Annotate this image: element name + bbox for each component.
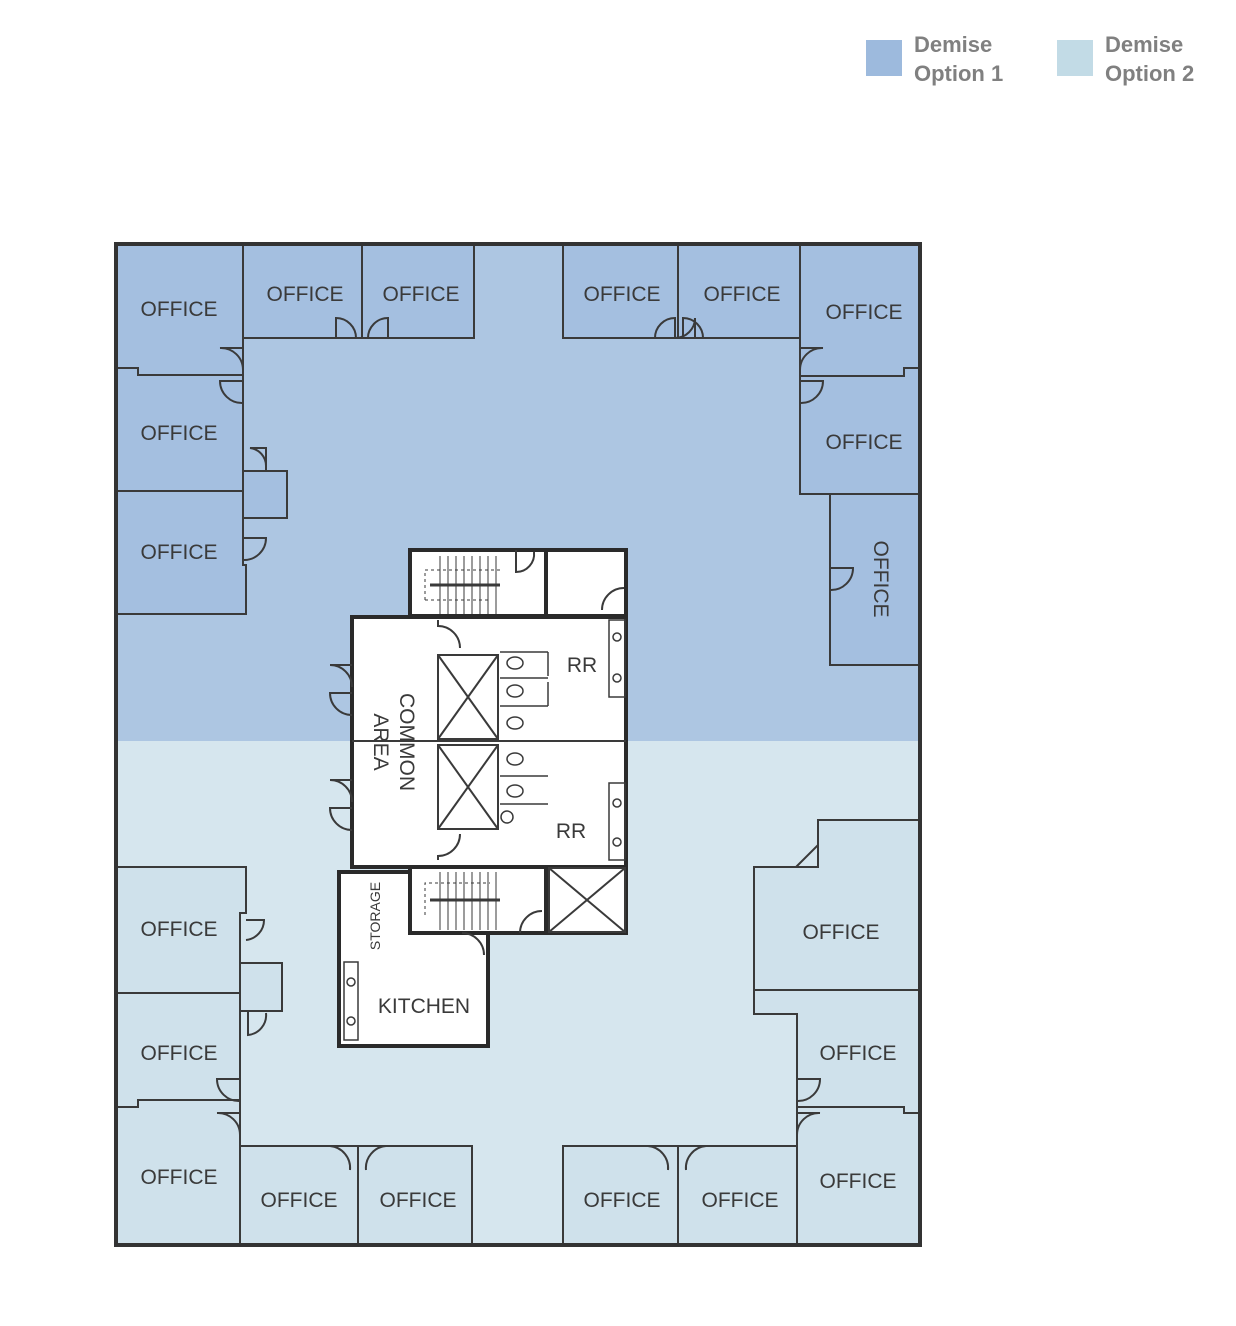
legend-option-1: Demise Option 1	[866, 30, 1024, 88]
door-swings	[215, 316, 855, 1171]
office-label: OFFICE	[141, 541, 218, 564]
legend-label-option-2: Demise Option 2	[1105, 30, 1215, 88]
office-room	[239, 1145, 359, 1245]
office-label: OFFICE	[380, 1189, 457, 1212]
office-label: OFFICE	[267, 283, 344, 306]
office-label: OFFICE	[803, 921, 880, 944]
office-room	[361, 244, 475, 339]
office-room	[677, 244, 801, 339]
legend-label-option-2-line1: Demise	[1105, 32, 1184, 57]
restroom-label: RR	[556, 820, 586, 843]
common-area-label-line2: AREA	[369, 713, 392, 770]
offices-option-2	[116, 819, 920, 1245]
legend-label-option-1: Demise Option 1	[914, 30, 1024, 88]
stairs	[424, 556, 500, 930]
office-label: OFFICE	[869, 541, 892, 618]
office-label: OFFICE	[820, 1170, 897, 1193]
office-label: OFFICE	[141, 298, 218, 321]
office-label: OFFICE	[141, 918, 218, 941]
office-room	[677, 1145, 798, 1245]
office-label: OFFICE	[820, 1042, 897, 1065]
elevators	[437, 654, 626, 933]
office-label: OFFICE	[584, 1189, 661, 1212]
room-labels: OFFICE OFFICE OFFICE OFFICE OFFICE OFFIC…	[141, 283, 903, 1212]
closet	[239, 962, 283, 1012]
office-label: OFFICE	[141, 422, 218, 445]
office-room	[562, 244, 679, 339]
office-room	[357, 1145, 473, 1245]
office-label: OFFICE	[584, 283, 661, 306]
common-area-label-line1: COMMON	[395, 693, 418, 791]
office-label: OFFICE	[704, 283, 781, 306]
legend-option-2: Demise Option 2	[1057, 30, 1215, 88]
storage-label: STORAGE	[367, 882, 383, 950]
legend-label-option-1-line2: Option 1	[914, 61, 1004, 86]
closet	[242, 470, 288, 519]
office-label: OFFICE	[383, 283, 460, 306]
core-upper-room	[544, 548, 628, 618]
building-outline	[114, 242, 922, 1247]
legend-swatch-option-1	[866, 40, 902, 76]
legend-label-option-2-line2: Option 2	[1105, 61, 1195, 86]
office-label: OFFICE	[141, 1166, 218, 1189]
office-room	[242, 244, 363, 339]
office-room	[829, 493, 920, 666]
restroom-label: RR	[567, 654, 597, 677]
office-label: OFFICE	[141, 1042, 218, 1065]
offices-option-1	[116, 244, 920, 666]
office-label: OFFICE	[702, 1189, 779, 1212]
office-label: OFFICE	[826, 431, 903, 454]
legend-swatch-option-2	[1057, 40, 1093, 76]
core-upper-stair	[408, 548, 548, 618]
office-label: OFFICE	[261, 1189, 338, 1212]
office-label: OFFICE	[826, 301, 903, 324]
legend-label-option-1-line1: Demise	[914, 32, 993, 57]
restroom-fixtures	[343, 619, 626, 1041]
kitchen-label: KITCHEN	[378, 995, 470, 1018]
